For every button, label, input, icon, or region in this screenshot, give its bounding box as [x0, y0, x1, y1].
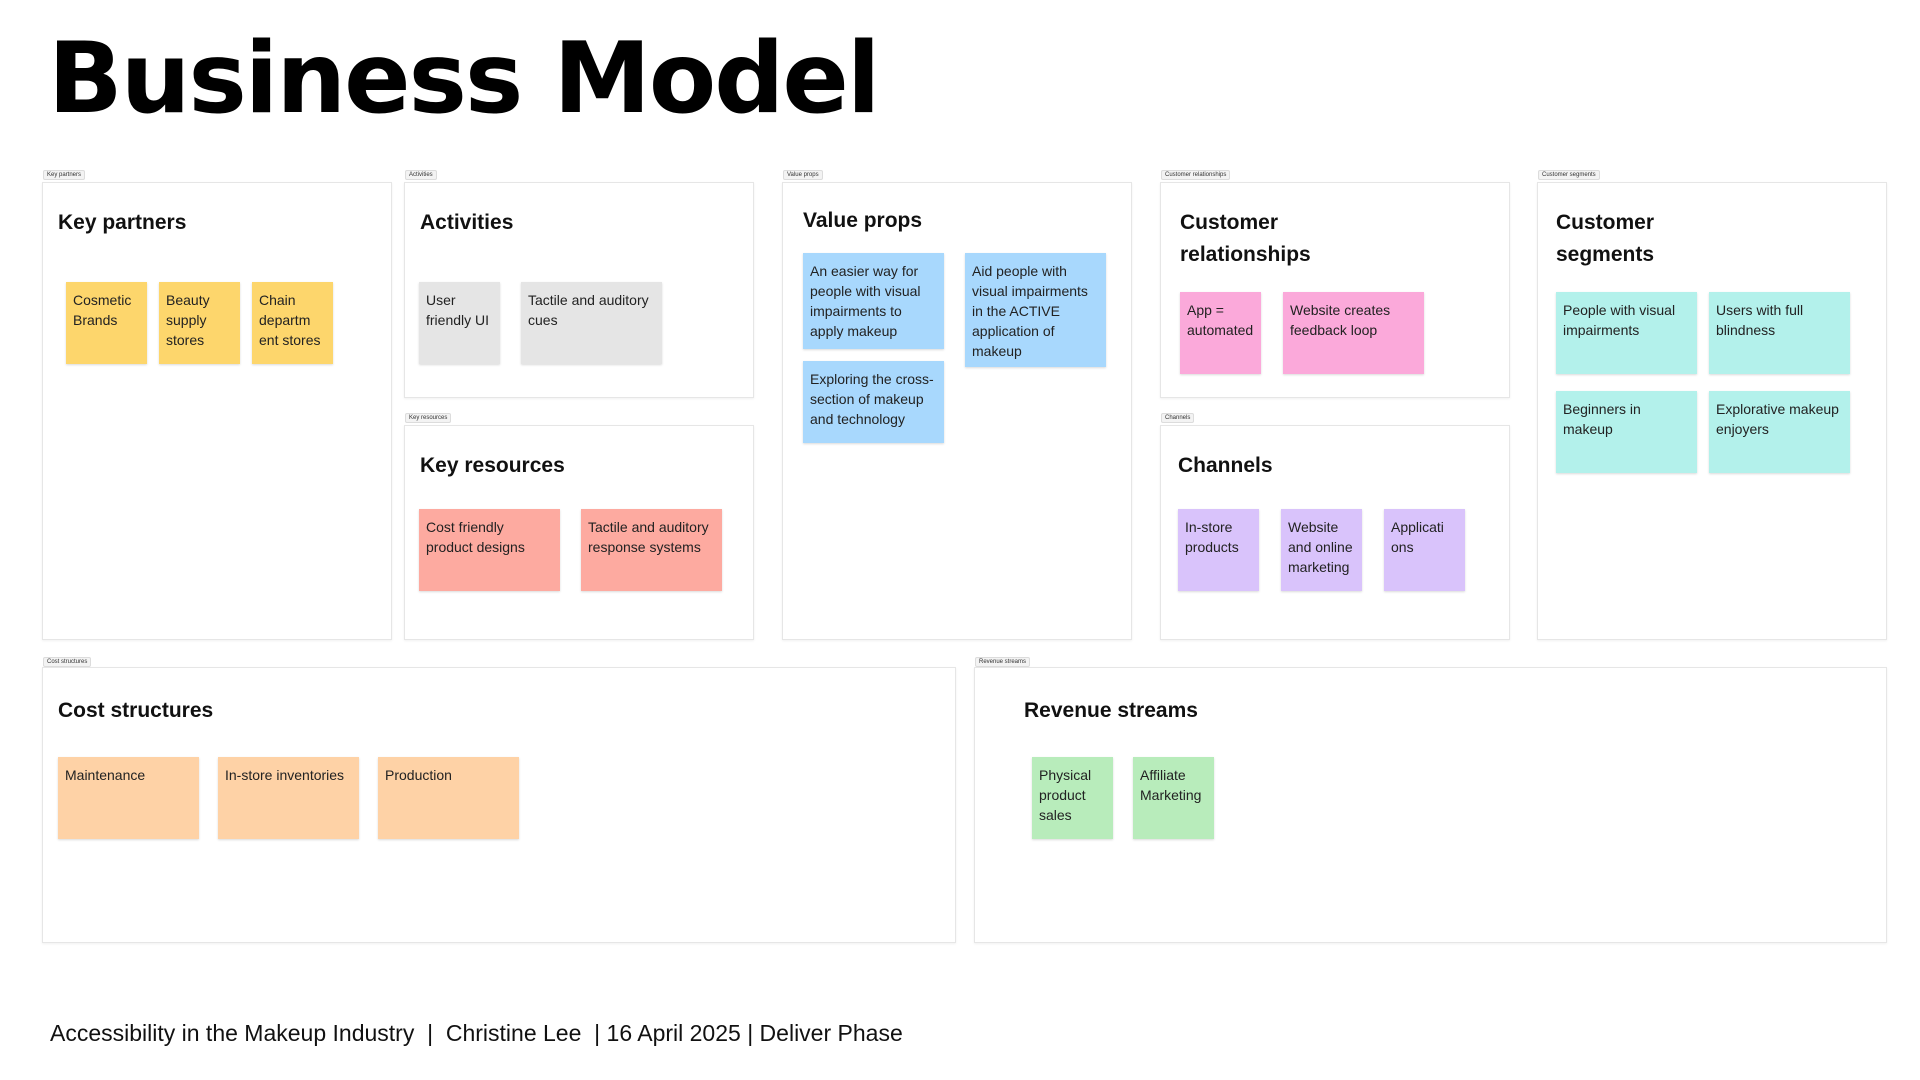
cost-structures-section: Cost structures Maintenance In-store inv… — [42, 667, 956, 943]
sticky-note[interactable]: Beginners in makeup — [1556, 391, 1697, 473]
activities-section: Activities User friendly UI Tactile and … — [404, 182, 754, 398]
sticky-note[interactable]: Applicati ons — [1384, 509, 1465, 591]
value-props-tag: Value props — [783, 170, 823, 180]
customer-segments-title: Customer segments — [1556, 211, 1655, 266]
value-props-title: Value props — [803, 209, 923, 232]
sticky-note[interactable]: Explorative makeup enjoyers — [1709, 391, 1850, 473]
sticky-note[interactable]: Beauty supply stores — [159, 282, 240, 364]
sticky-note[interactable]: Cosmetic Brands — [66, 282, 147, 364]
sticky-note[interactable]: Aid people with visual impairments in th… — [965, 253, 1106, 367]
sticky-note[interactable]: Cost friendly product designs — [419, 509, 560, 591]
sticky-note[interactable]: An easier way for people with visual imp… — [803, 253, 944, 349]
sticky-note[interactable]: Website and online marketing — [1281, 509, 1362, 591]
sticky-note[interactable]: Tactile and auditory cues — [521, 282, 662, 364]
cost-structures-title: Cost structures — [58, 699, 214, 722]
value-props-section: Value props An easier way for people wit… — [782, 182, 1132, 640]
customer-relationships-title: Customer relationships — [1180, 211, 1311, 266]
key-partners-title: Key partners — [58, 211, 187, 234]
sticky-note[interactable]: Maintenance — [58, 757, 199, 839]
page-title: Business Model — [48, 22, 880, 136]
customer-relationships-section: Customer relationships App = automated W… — [1160, 182, 1510, 398]
revenue-streams-title: Revenue streams — [1024, 699, 1198, 722]
sticky-note[interactable]: Users with full blindness — [1709, 292, 1850, 374]
channels-title: Channels — [1178, 454, 1273, 477]
key-resources-tag: Key resources — [405, 413, 452, 423]
customer-relationships-tag: Customer relationships — [1161, 170, 1231, 180]
sticky-note[interactable]: In-store inventories — [218, 757, 359, 839]
customer-segments-section: Customer segments People with visual imp… — [1537, 182, 1887, 640]
key-partners-tag: Key partners — [43, 170, 86, 180]
sticky-note[interactable]: Chain departm ent stores — [252, 282, 333, 364]
sticky-note[interactable]: Exploring the cross-section of makeup an… — [803, 361, 944, 443]
sticky-note[interactable]: User friendly UI — [419, 282, 500, 364]
sticky-note[interactable]: In-store products — [1178, 509, 1259, 591]
channels-section: Channels In-store products Website and o… — [1160, 425, 1510, 640]
sticky-note[interactable]: People with visual impairments — [1556, 292, 1697, 374]
sticky-note[interactable]: Tactile and auditory response systems — [581, 509, 722, 591]
key-partners-section: Key partners Cosmetic Brands Beauty supp… — [42, 182, 392, 640]
revenue-streams-section: Revenue streams Physical product sales A… — [974, 667, 1887, 943]
key-resources-section: Key resources Cost friendly product desi… — [404, 425, 754, 640]
key-resources-title: Key resources — [420, 454, 565, 477]
revenue-streams-tag: Revenue streams — [975, 657, 1031, 667]
activities-tag: Activities — [405, 170, 437, 180]
customer-segments-tag: Customer segments — [1538, 170, 1600, 180]
cost-structures-tag: Cost structures — [43, 657, 92, 667]
sticky-note[interactable]: Production — [378, 757, 519, 839]
sticky-note[interactable]: Website creates feedback loop — [1283, 292, 1424, 374]
sticky-note[interactable]: Physical product sales — [1032, 757, 1113, 839]
sticky-note[interactable]: Affiliate Marketing — [1133, 757, 1214, 839]
sticky-note[interactable]: App = automated — [1180, 292, 1261, 374]
footer-caption: Accessibility in the Makeup Industry | C… — [50, 1020, 903, 1046]
channels-tag: Channels — [1161, 413, 1195, 423]
activities-title: Activities — [420, 211, 514, 234]
